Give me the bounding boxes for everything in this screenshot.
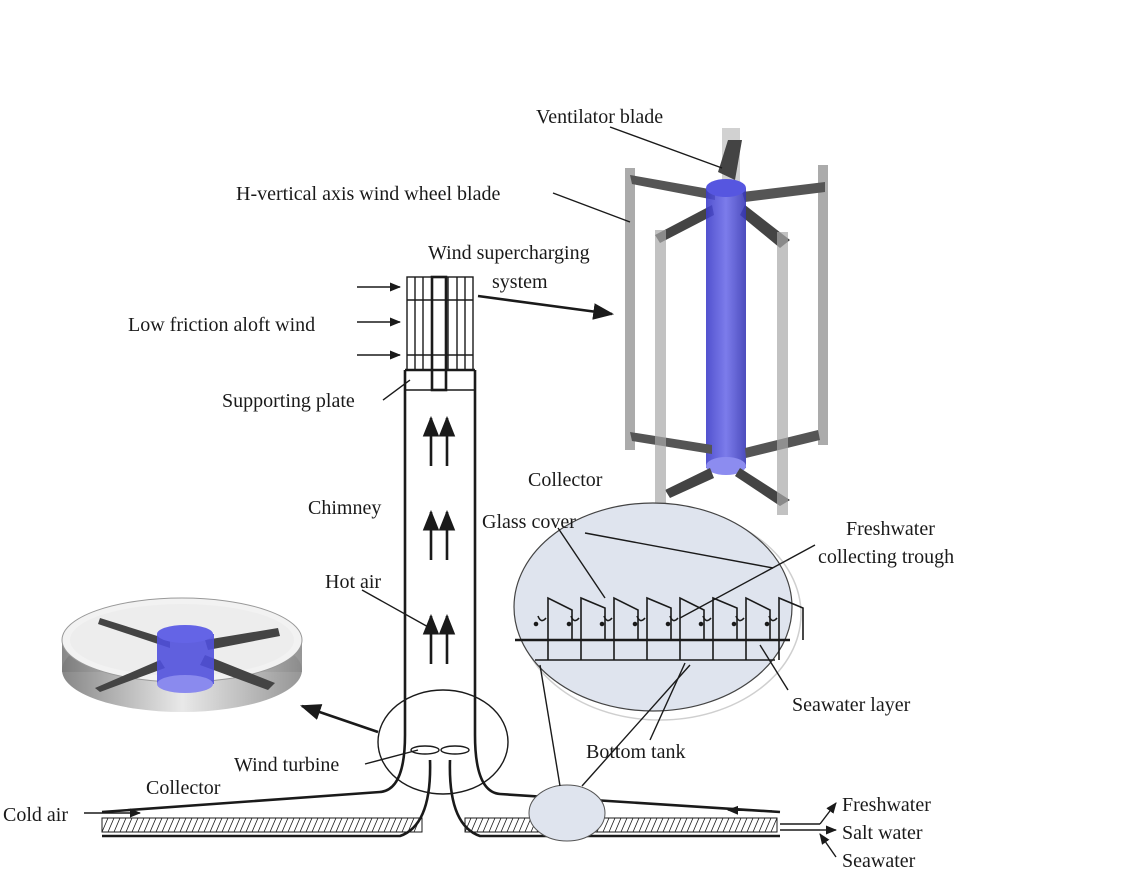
ground-left (101, 817, 423, 833)
label-freshwater-trough-2: collecting trough (818, 546, 954, 568)
label-wind-turbine: Wind turbine (234, 754, 339, 776)
chimney-outline (403, 368, 477, 735)
turbine-blade-2 (205, 628, 280, 650)
ventilator-blade-top-1 (718, 140, 742, 180)
turbine-circle (377, 689, 509, 795)
label-freshwater: Freshwater (842, 794, 931, 816)
wind-wheel-3d (625, 128, 828, 515)
label-bottom-tank: Bottom tank (586, 741, 685, 763)
ventilator-blade-top-2 (630, 175, 715, 200)
inset-circle (513, 502, 793, 712)
supercharging-box (406, 276, 474, 371)
turbine-hub-bottom (157, 675, 213, 693)
label-cold-air: Cold air (3, 804, 68, 826)
label-salt-water: Salt water (842, 822, 923, 844)
label-collector-bottom: Collector (146, 777, 221, 799)
wheel-shaft-bottom (706, 457, 746, 475)
wheel-blade-back-right (818, 165, 828, 445)
label-wind-supercharging: Wind supercharging (428, 242, 590, 264)
arrow-to-wind-wheel (477, 294, 615, 320)
wheel-shaft (706, 188, 746, 468)
arrow-to-turbine (300, 704, 379, 734)
wheel-blade-back-left (625, 168, 635, 450)
supercharging-shaft (430, 275, 448, 392)
label-h-vertical-axis: H-vertical axis wind wheel blade (236, 183, 500, 205)
wheel-shaft-top (706, 179, 746, 197)
label-hot-air: Hot air (325, 571, 381, 593)
label-wind-supercharging-system: system (492, 271, 548, 293)
label-supporting-plate: Supporting plate (222, 390, 355, 412)
chimney (357, 275, 615, 735)
wheel-blade-front-left (655, 230, 666, 515)
leader-lines (361, 126, 816, 765)
ventilator-blade-top-5 (655, 205, 714, 243)
label-chimney: Chimney (308, 497, 381, 519)
label-low-friction-wind: Low friction aloft wind (128, 314, 315, 336)
ventilator-blade-top-3 (742, 182, 825, 202)
ventilator-blade-bottom-4 (665, 468, 714, 498)
hot-air-arrows (422, 415, 456, 664)
ventilator-blade-bottom-3 (735, 468, 790, 506)
turbine-blade-3 (200, 655, 275, 690)
wheel-blade-front-right (777, 232, 788, 515)
wind-turbine-3d (61, 597, 303, 712)
label-ventilator-blade: Ventilator blade (536, 106, 663, 128)
turbine-blade-4 (95, 660, 165, 692)
collector-inset (513, 502, 804, 787)
label-freshwater-trough: Freshwater (846, 518, 935, 540)
turbine-hub-top (157, 625, 213, 643)
turbine-blade-1 (98, 618, 170, 648)
label-seawater-layer: Seawater layer (792, 694, 911, 716)
collector-highlight-small (528, 784, 606, 842)
ventilator-blade-bottom-1 (630, 432, 712, 454)
label-collector-top: Collector (528, 469, 603, 491)
label-glass-cover: Glass cover (482, 511, 576, 533)
label-seawater: Seawater (842, 850, 916, 872)
collector-base (84, 689, 838, 858)
